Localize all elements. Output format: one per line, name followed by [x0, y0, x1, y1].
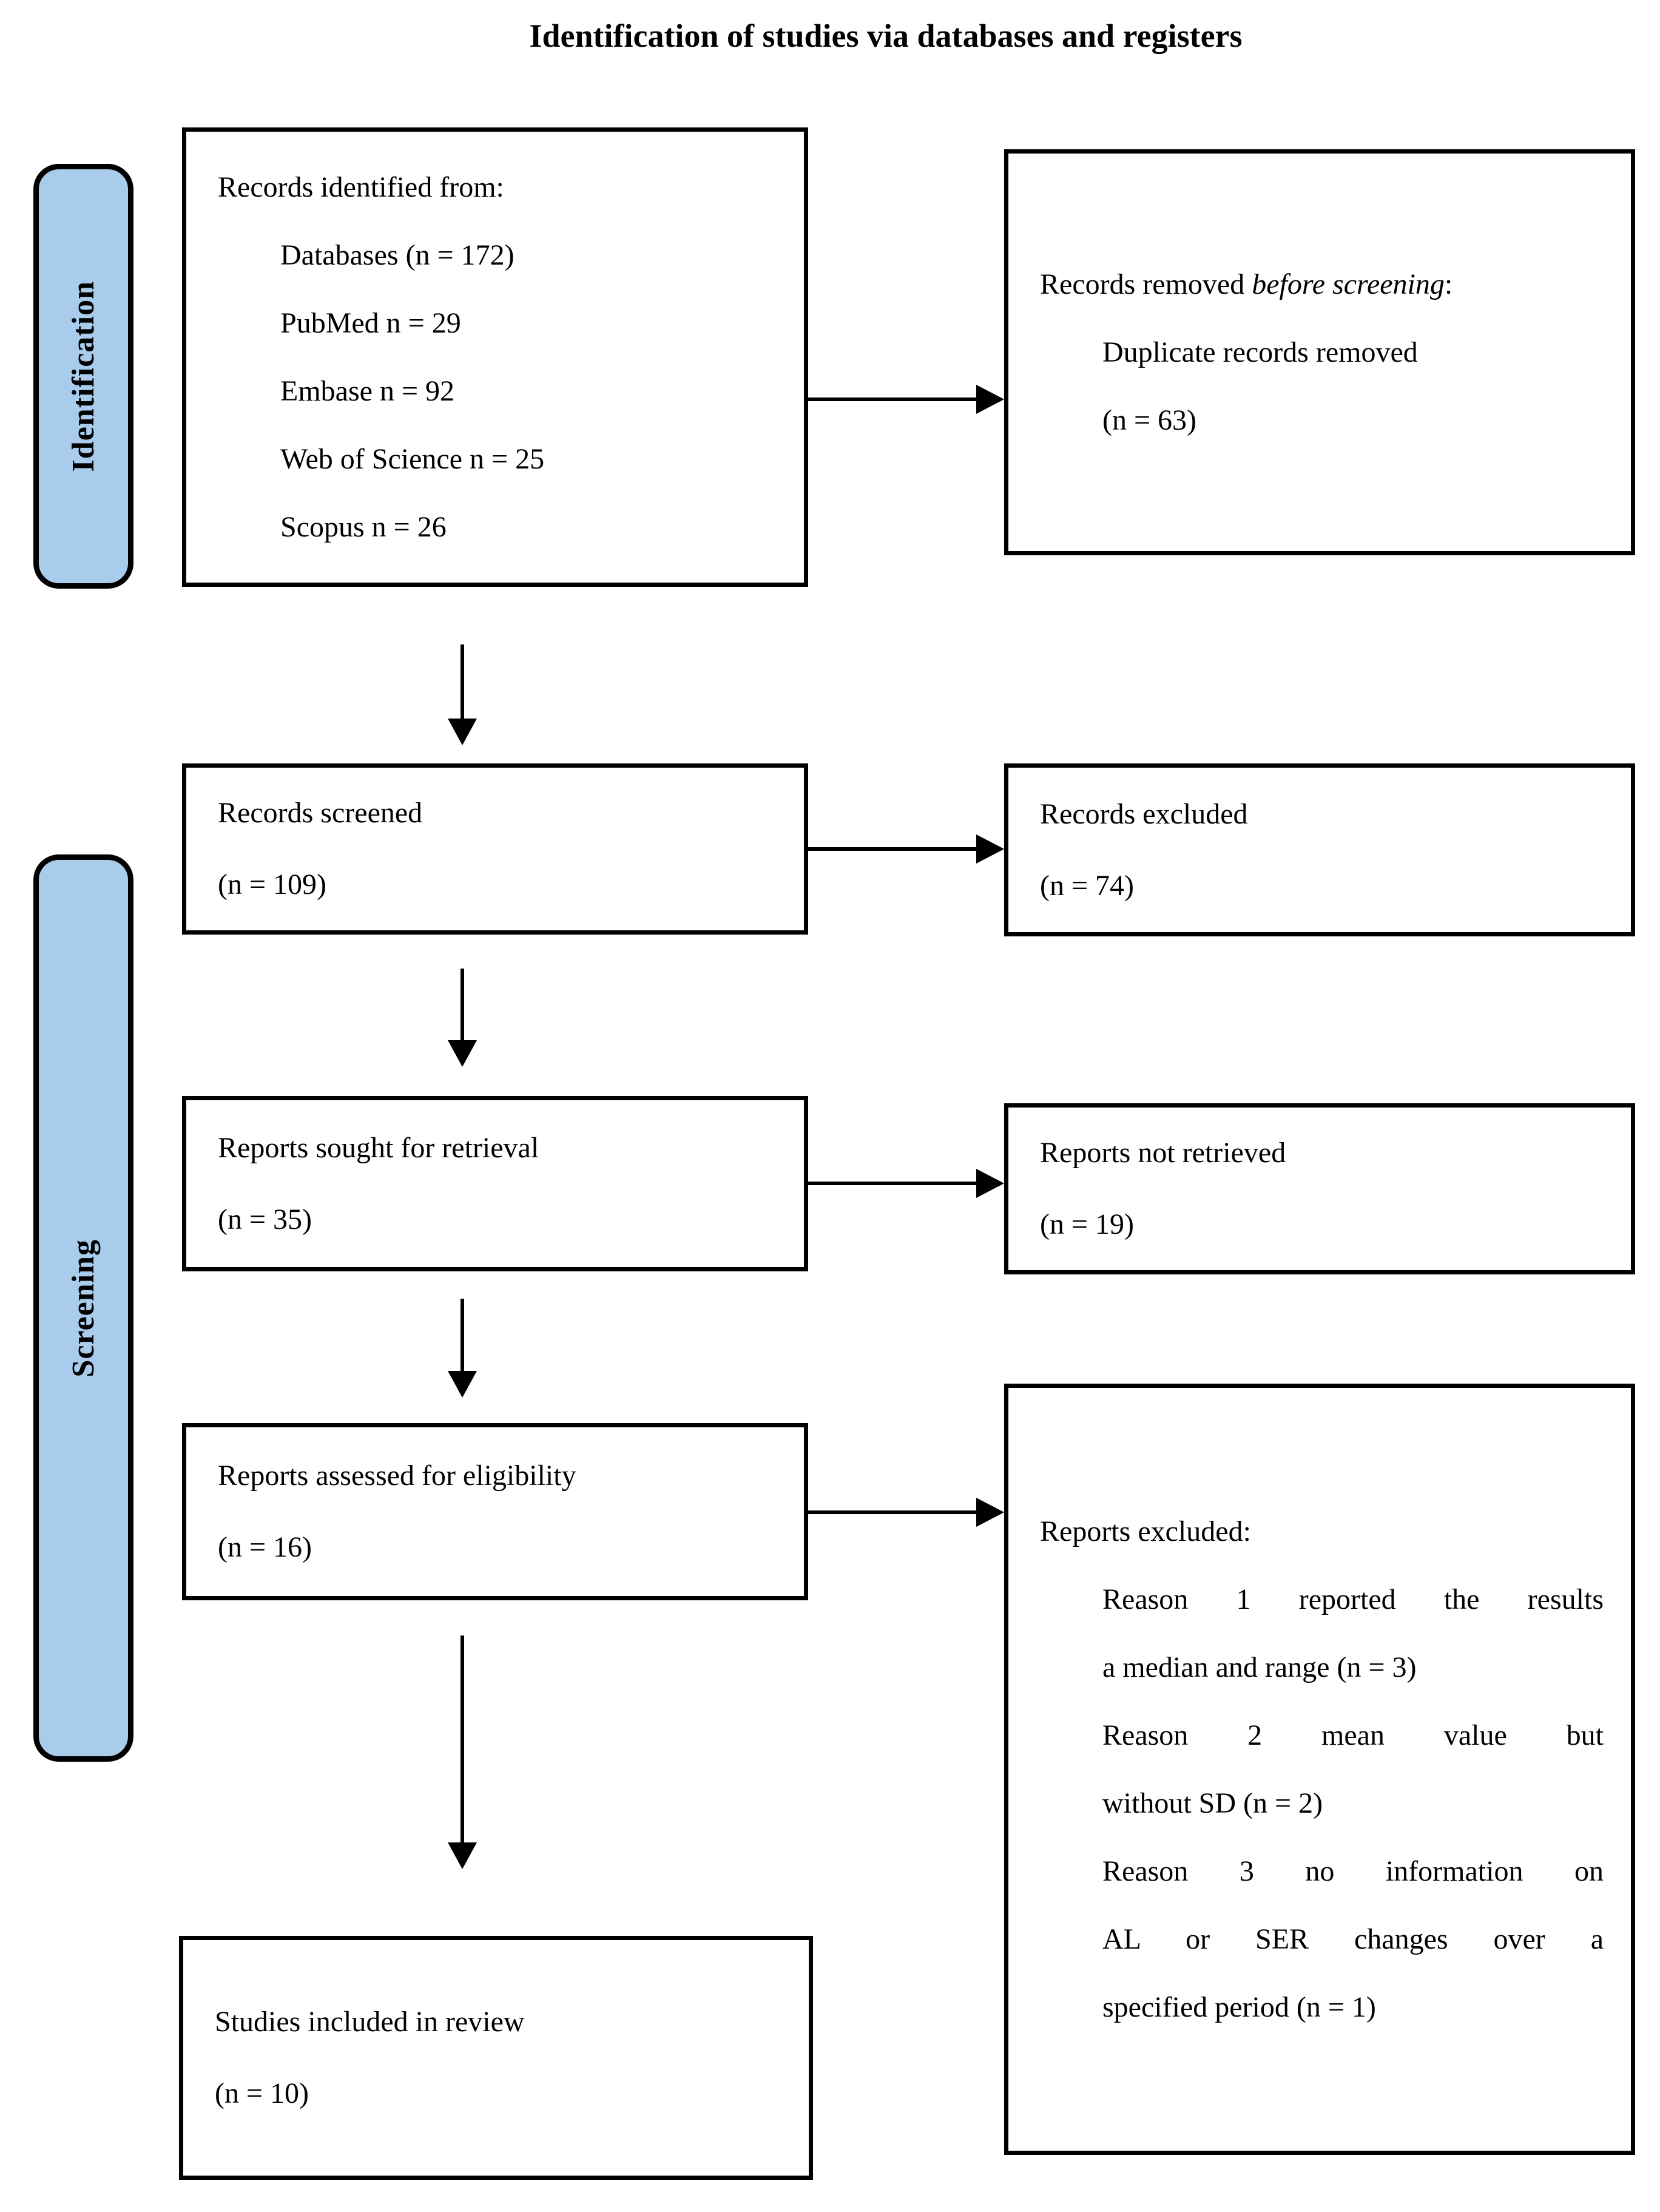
studies-included-box: Studies included in review (n = 10): [179, 1936, 813, 2180]
records-excluded-box: Records excluded (n = 74): [1004, 763, 1635, 936]
arrow-head: [448, 1842, 477, 1869]
reports-excluded-heading: Reports excluded:: [1040, 1515, 1251, 1547]
arrow-shaft: [808, 397, 977, 401]
records-removed-heading-prefix: Records removed: [1040, 268, 1252, 300]
arrow-head: [976, 1498, 1004, 1527]
reports-excluded-box: Reports excluded: Reason 1 reported the …: [1004, 1384, 1635, 2155]
records-excluded-count: (n = 74): [1040, 869, 1135, 902]
records-removed-count: (n = 63): [1102, 404, 1197, 436]
reports-sought-label: Reports sought for retrieval: [218, 1131, 539, 1164]
records-identified-item-embase: Embase n = 92: [280, 374, 455, 407]
screening-label-text: Screening: [66, 1239, 101, 1378]
reports-assessed-count: (n = 16): [218, 1531, 312, 1563]
records-removed-heading-suffix: :: [1444, 268, 1453, 300]
arrow-head: [448, 1371, 477, 1398]
reports-not-retrieved-label: Reports not retrieved: [1040, 1137, 1286, 1169]
arrow-down-sought-to-assessed-icon: [445, 1299, 479, 1398]
reports-not-retrieved-count: (n = 19): [1040, 1208, 1135, 1240]
arrow-down-identified-to-screened-icon: [445, 644, 479, 745]
phase-label-screening: Screening: [33, 854, 133, 1762]
phase-label-identification: Identification: [33, 164, 133, 589]
reports-excluded-reason3-line2: AL or SER changes over a: [1102, 1923, 1604, 1955]
reports-excluded-reason2-line1: Reason 2 mean value but: [1102, 1719, 1604, 1751]
records-identified-item-scopus: Scopus n = 26: [280, 510, 447, 543]
records-identified-item-databases: Databases (n = 172): [280, 238, 515, 271]
arrow-head: [976, 834, 1004, 864]
arrow-right-sought-to-not-retrieved-icon: [808, 1166, 1004, 1200]
arrow-head: [976, 385, 1004, 414]
arrow-shaft: [461, 1299, 464, 1372]
arrow-shaft: [461, 1635, 464, 1844]
records-screened-label: Records screened: [218, 797, 423, 829]
reports-assessed-box: Reports assessed for eligibility (n = 16…: [182, 1423, 808, 1600]
reports-excluded-reason2-line2: without SD (n = 2): [1102, 1787, 1323, 1819]
reports-assessed-label: Reports assessed for eligibility: [218, 1459, 576, 1492]
reports-sought-box: Reports sought for retrieval (n = 35): [182, 1096, 808, 1271]
arrow-shaft: [808, 847, 977, 851]
reports-excluded-reason3-line3: specified period (n = 1): [1102, 1990, 1376, 2023]
arrow-shaft: [461, 644, 464, 720]
records-identified-item-pubmed: PubMed n = 29: [280, 306, 461, 339]
records-removed-heading: Records removed before screening:: [1008, 251, 1631, 319]
records-screened-box: Records screened (n = 109): [182, 763, 808, 935]
records-identified-heading: Records identified from:: [218, 171, 504, 203]
reports-excluded-reason3-line1: Reason 3 no information on: [1102, 1855, 1604, 1887]
arrow-shaft: [808, 1510, 977, 1514]
arrow-right-screened-to-excluded-icon: [808, 832, 1004, 866]
arrow-shaft: [808, 1182, 977, 1185]
records-removed-box: Records removed before screening: Duplic…: [1004, 149, 1635, 555]
reports-excluded-reason1-line2: a median and range (n = 3): [1102, 1651, 1417, 1683]
arrow-head: [448, 719, 477, 745]
arrow-down-assessed-to-included-icon: [445, 1635, 479, 1869]
arrow-head: [976, 1169, 1004, 1198]
arrow-right-assessed-to-excluded-icon: [808, 1495, 1004, 1529]
records-excluded-label: Records excluded: [1040, 797, 1248, 830]
arrow-down-screened-to-sought-icon: [445, 969, 479, 1067]
records-removed-heading-italic: before screening: [1252, 268, 1445, 300]
records-identified-item-wos: Web of Science n = 25: [280, 442, 545, 475]
reports-excluded-reason1-line1: Reason 1 reported the results: [1102, 1583, 1604, 1615]
diagram-title: Identification of studies via databases …: [529, 18, 1243, 54]
studies-included-label: Studies included in review: [215, 2006, 525, 2038]
reports-sought-count: (n = 35): [218, 1203, 312, 1236]
studies-included-count: (n = 10): [215, 2077, 309, 2109]
records-removed-item-duplicates: Duplicate records removed: [1102, 336, 1418, 368]
arrow-shaft: [461, 969, 464, 1041]
arrow-right-identified-to-removed-icon: [808, 382, 1004, 416]
arrow-head: [448, 1040, 477, 1067]
reports-not-retrieved-box: Reports not retrieved (n = 19): [1004, 1103, 1635, 1274]
records-screened-count: (n = 109): [218, 868, 327, 901]
records-identified-box: Records identified from: Databases (n = …: [182, 127, 808, 587]
identification-label-text: Identification: [66, 280, 101, 472]
